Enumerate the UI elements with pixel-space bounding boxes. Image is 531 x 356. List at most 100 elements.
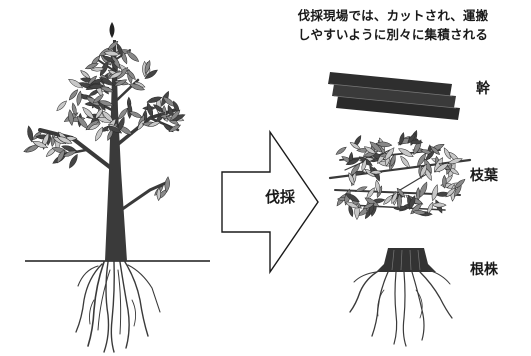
leaf	[114, 79, 128, 87]
stump-roots	[349, 269, 453, 347]
leaf	[419, 181, 428, 198]
leaf	[391, 191, 398, 205]
leaf	[99, 77, 114, 86]
leaf	[137, 119, 146, 131]
leaf	[89, 78, 104, 85]
leaf	[427, 201, 434, 214]
leaf	[128, 83, 145, 91]
leaf	[118, 107, 128, 120]
leaf	[69, 153, 78, 169]
leaf	[68, 109, 74, 126]
root-stump	[349, 248, 453, 347]
leaf	[56, 100, 67, 112]
leaf	[90, 67, 105, 72]
leaf	[349, 142, 361, 150]
leaf	[32, 140, 49, 149]
leaf	[355, 186, 368, 192]
leaf	[361, 158, 367, 172]
leaf	[68, 79, 84, 89]
leaf	[170, 109, 181, 122]
leaf	[417, 153, 426, 167]
leaf	[443, 147, 451, 160]
leaf	[98, 100, 114, 107]
leaf	[434, 163, 450, 173]
leaf	[345, 193, 360, 203]
leaf	[82, 106, 95, 120]
leaf	[84, 62, 99, 70]
leaf	[25, 144, 41, 153]
leaf	[445, 187, 456, 198]
leaf	[156, 187, 161, 202]
leaf	[68, 89, 79, 101]
leaf	[146, 96, 163, 103]
leaf	[431, 202, 447, 208]
leaf	[116, 67, 129, 80]
leaf	[168, 124, 181, 132]
leaf	[383, 194, 394, 205]
leaf	[126, 69, 136, 81]
leaf	[396, 187, 406, 198]
leaf	[369, 170, 383, 175]
leaf	[362, 202, 375, 209]
leaf	[153, 104, 164, 113]
leaf	[375, 179, 381, 194]
leaf	[164, 176, 170, 193]
leaf	[400, 155, 410, 169]
leaf	[442, 174, 447, 189]
leaf	[126, 51, 140, 62]
leaf	[116, 43, 123, 57]
leaf	[106, 125, 122, 133]
leaf	[345, 158, 360, 166]
felling-arrow	[221, 129, 319, 275]
leaf	[348, 204, 354, 218]
leaf	[144, 69, 158, 79]
log-2	[332, 84, 456, 108]
caption-line-2: しやすいように別々に集積される	[297, 27, 489, 42]
leaf	[408, 195, 416, 210]
leaf	[420, 163, 428, 178]
label-trunk: 幹	[476, 81, 490, 97]
leaf	[146, 102, 154, 118]
leaf	[396, 193, 402, 210]
leaf	[107, 40, 119, 51]
leaf	[398, 148, 414, 157]
leaf	[57, 149, 65, 164]
branch-bundle	[328, 130, 472, 221]
arrow-shape	[221, 129, 319, 275]
leaf	[375, 141, 393, 148]
leaf	[369, 141, 383, 153]
leaf	[366, 187, 375, 200]
leaf	[454, 178, 466, 189]
leaf	[424, 158, 432, 174]
stump-body	[376, 248, 436, 272]
trunk-logs	[328, 72, 460, 120]
leaf	[102, 55, 116, 63]
leaf	[147, 121, 161, 127]
leaf	[344, 188, 351, 206]
leaf	[399, 132, 405, 146]
caption-line-1: 伐採現場では、カットされ、運搬	[297, 8, 489, 23]
leaf	[128, 111, 143, 118]
leaf	[95, 107, 104, 120]
leaf	[348, 172, 355, 186]
standing-tree	[23, 22, 210, 353]
leaf	[103, 50, 120, 57]
tree-leaves	[23, 40, 186, 202]
leaf	[162, 96, 176, 107]
caption: 伐採現場では、カットされ、運搬 しやすいように別々に集積される	[262, 6, 524, 44]
arrow-label-felling: 伐採	[264, 188, 295, 206]
leaf	[61, 145, 77, 152]
label-roots: 根株	[470, 262, 498, 278]
leaf	[107, 128, 114, 141]
leaf	[56, 136, 73, 144]
leaf	[344, 201, 360, 209]
leaf	[363, 146, 377, 154]
bundle-leaves	[335, 130, 466, 221]
tree-trunk	[105, 40, 127, 261]
leaf	[71, 102, 77, 116]
leaf	[390, 153, 396, 167]
leaf	[430, 146, 441, 155]
leaf	[88, 83, 105, 90]
leaf	[144, 60, 151, 74]
